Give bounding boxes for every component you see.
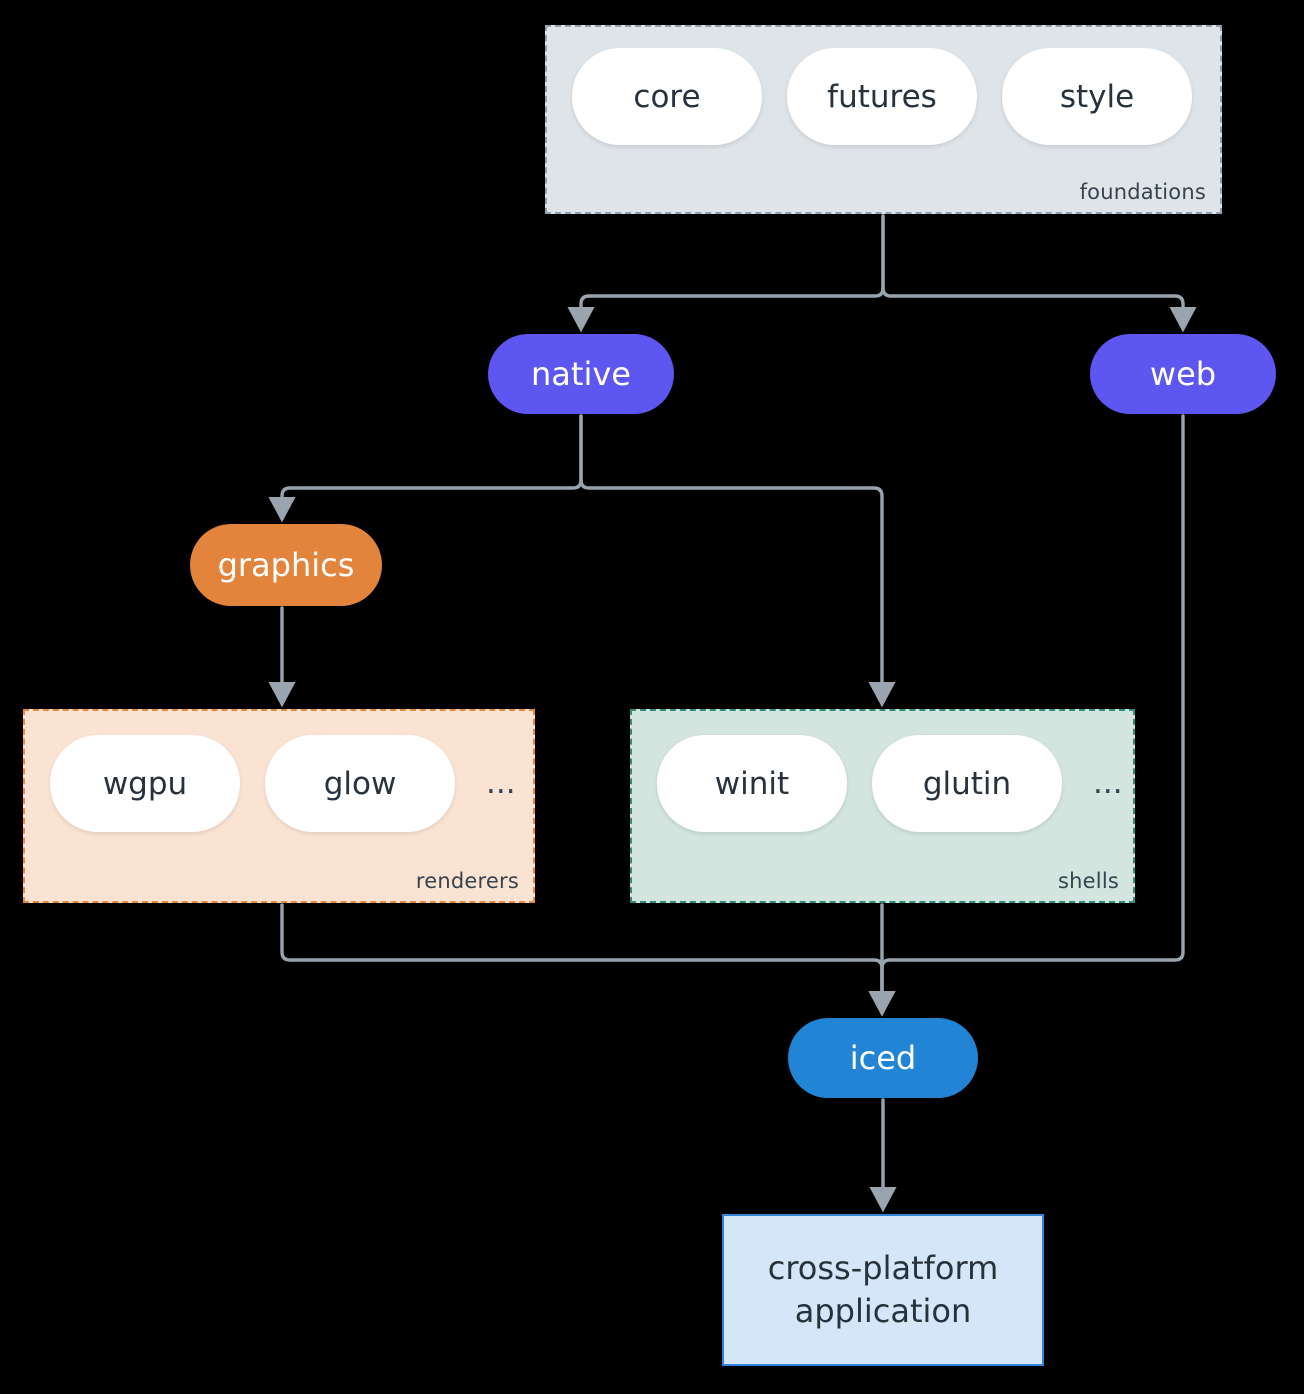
- node-iced[interactable]: iced: [788, 1018, 978, 1098]
- node-web[interactable]: web: [1090, 334, 1276, 414]
- renderers-items: wgpu glow ...: [50, 735, 522, 832]
- app-label-line2: application: [794, 1292, 972, 1330]
- edge-native-to-graphics: [268, 414, 583, 523]
- edge-foundations-to-native: [567, 214, 885, 333]
- renderers-ellipsis: ...: [486, 765, 516, 801]
- pill-winit[interactable]: winit: [657, 735, 847, 832]
- pill-futures[interactable]: futures: [787, 48, 977, 145]
- node-graphics[interactable]: graphics: [190, 524, 382, 606]
- app-label-line1: cross-platform: [767, 1248, 999, 1287]
- edge-native-to-shells: [579, 414, 896, 708]
- node-cross-platform-application[interactable]: cross-platform application: [722, 1214, 1044, 1366]
- group-label-shells: shells: [1058, 869, 1119, 893]
- shells-items: winit glutin ...: [657, 735, 1129, 832]
- foundations-items: core futures style: [572, 48, 1217, 145]
- pill-core[interactable]: core: [572, 48, 762, 145]
- pill-style[interactable]: style: [1002, 48, 1192, 145]
- group-label-renderers: renderers: [415, 869, 519, 893]
- pill-glow[interactable]: glow: [265, 735, 455, 832]
- node-native[interactable]: native: [488, 334, 674, 414]
- edge-renderers-to-iced: [280, 903, 896, 1017]
- pill-glutin[interactable]: glutin: [872, 735, 1062, 832]
- edge-foundations-to-web: [881, 214, 1197, 333]
- group-label-foundations: foundations: [1079, 180, 1206, 204]
- pill-wgpu[interactable]: wgpu: [50, 735, 240, 832]
- shells-ellipsis: ...: [1093, 765, 1123, 801]
